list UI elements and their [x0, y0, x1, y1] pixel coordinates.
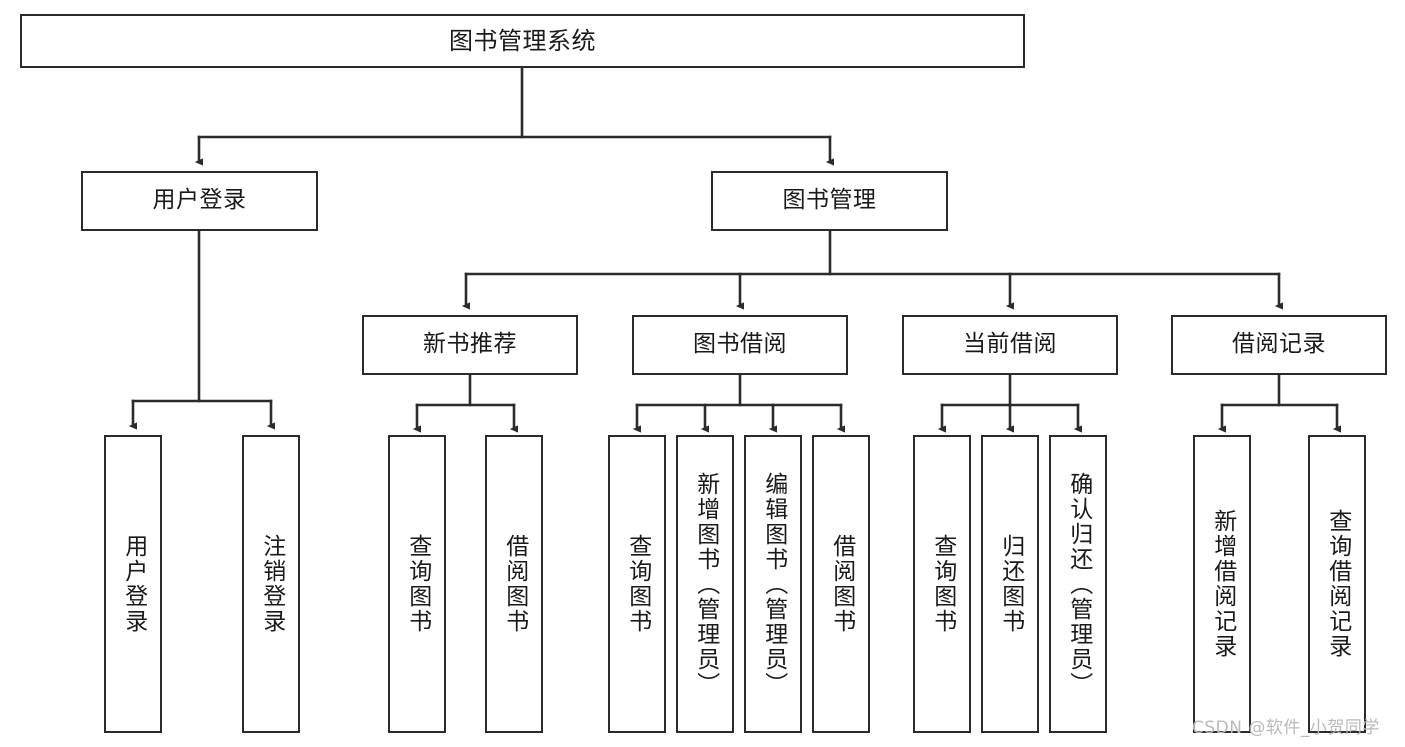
leaf-user-login-login[interactable]: 用户登录	[104, 435, 162, 733]
leaf-user-login-logout[interactable]: 注销登录	[242, 435, 300, 733]
leaf-record-add-record[interactable]: 新增借阅记录	[1193, 435, 1251, 733]
node-new-book-recommend[interactable]: 新书推荐	[362, 315, 578, 375]
csdn-watermark: CSDN @软件_小贺同学	[1192, 718, 1380, 738]
node-user-login[interactable]: 用户登录	[81, 171, 318, 231]
node-book-management[interactable]: 图书管理	[711, 171, 948, 231]
leaf-borrow-add-book-admin[interactable]: 新增图书（管理员）	[676, 435, 734, 733]
leaf-recommend-borrow-book[interactable]: 借阅图书	[485, 435, 543, 733]
leaf-current-query-book[interactable]: 查询图书	[913, 435, 971, 733]
leaf-borrow-edit-book-admin[interactable]: 编辑图书（管理员）	[744, 435, 802, 733]
leaf-current-confirm-return-admin[interactable]: 确认归还（管理员）	[1049, 435, 1107, 733]
leaf-recommend-query-book[interactable]: 查询图书	[388, 435, 446, 733]
node-borrow-record[interactable]: 借阅记录	[1171, 315, 1387, 375]
node-book-borrow[interactable]: 图书借阅	[632, 315, 848, 375]
node-root-system[interactable]: 图书管理系统	[20, 14, 1025, 68]
leaf-current-return-book[interactable]: 归还图书	[981, 435, 1039, 733]
leaf-record-query-record[interactable]: 查询借阅记录	[1308, 435, 1366, 733]
leaf-borrow-query-book[interactable]: 查询图书	[608, 435, 666, 733]
leaf-borrow-borrow-book[interactable]: 借阅图书	[812, 435, 870, 733]
node-current-borrow[interactable]: 当前借阅	[902, 315, 1118, 375]
